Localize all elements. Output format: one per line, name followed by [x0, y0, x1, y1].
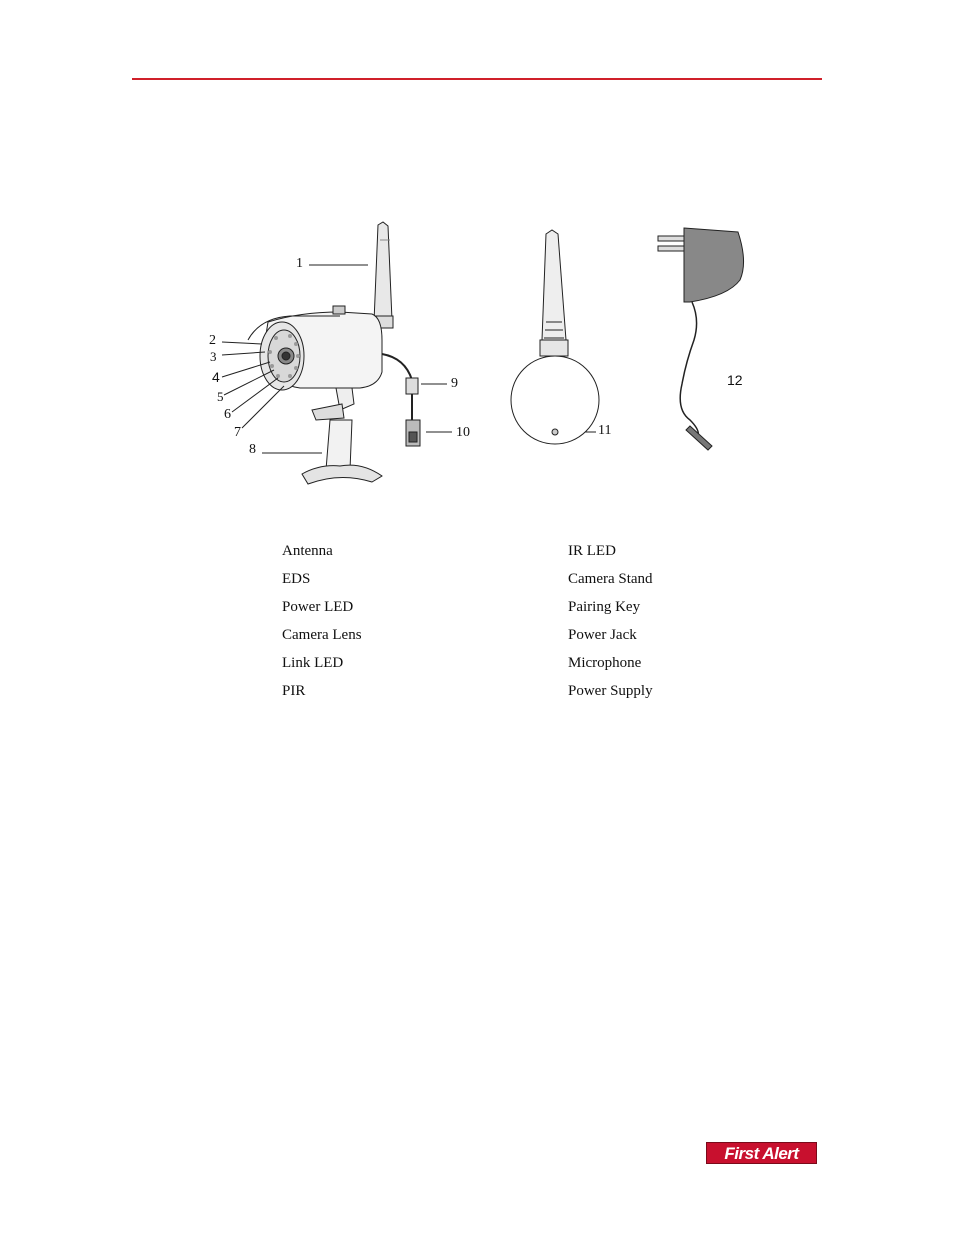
- part-link-led: Link LED: [282, 655, 344, 671]
- callout-5: 5: [217, 389, 224, 404]
- callout-9: 9: [451, 376, 458, 391]
- part-power-supply: Power Supply: [568, 683, 653, 699]
- part-pir: PIR: [282, 683, 306, 699]
- part-ir-led: IR LED: [568, 543, 616, 559]
- callout-10: 10: [456, 425, 470, 440]
- part-antenna: Antenna: [282, 543, 333, 559]
- part-camera-lens: Camera Lens: [282, 627, 362, 643]
- part-camera-stand: Camera Stand: [568, 571, 653, 587]
- camera-rear-illustration: [510, 229, 600, 445]
- part-power-led: Power LED: [282, 599, 354, 615]
- callout-1: 1: [296, 256, 303, 271]
- power-adapter-illustration: [657, 227, 744, 451]
- callout-2: 2: [209, 333, 216, 348]
- camera-illustration: [247, 221, 421, 485]
- part-power-jack: Power Jack: [568, 627, 637, 643]
- part-microphone: Microphone: [568, 655, 642, 671]
- logo-text: First Alert: [724, 1144, 799, 1163]
- callout-7: 7: [234, 425, 241, 440]
- header-rule: [132, 78, 822, 80]
- part-pairing-key: Pairing Key: [568, 599, 641, 615]
- first-alert-logo: First Alert: [706, 1142, 817, 1164]
- callout-6: 6: [224, 407, 231, 422]
- callout-4: 4: [212, 369, 220, 385]
- callout-8: 8: [249, 442, 256, 457]
- callout-11: 11: [598, 423, 612, 438]
- callout-12: 12: [727, 372, 743, 388]
- part-eds: EDS: [282, 571, 311, 587]
- callout-3: 3: [210, 349, 217, 364]
